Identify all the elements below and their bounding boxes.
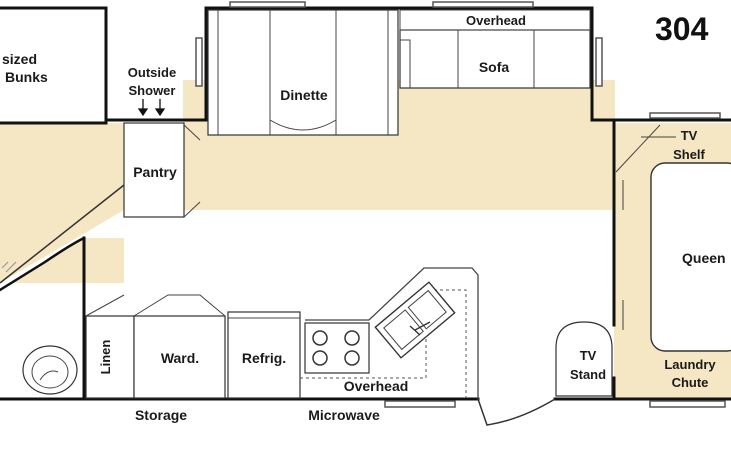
label-overhead-bottom: Overhead xyxy=(344,378,409,394)
label-outside-shower-line2: Shower xyxy=(129,83,176,98)
bath-fixture xyxy=(22,345,78,395)
sink xyxy=(374,281,456,359)
burner-3 xyxy=(312,350,328,366)
pantry-group xyxy=(123,122,201,218)
label-linen: Linen xyxy=(98,340,113,375)
label-tv-shelf-line2: Shelf xyxy=(673,147,705,162)
label-overhead-top: Overhead xyxy=(466,13,526,28)
sofa-arm-left xyxy=(400,39,411,88)
sofa xyxy=(399,29,591,89)
label-refrig: Refrig. xyxy=(242,350,286,366)
linen-cabinet xyxy=(85,315,135,399)
wall-bath-curve xyxy=(0,236,86,292)
linen-door-swing xyxy=(85,294,226,317)
shower-arrowhead-1 xyxy=(137,108,149,117)
label-sofa: Sofa xyxy=(479,59,510,75)
range-top xyxy=(304,322,370,374)
toilet-bowl xyxy=(31,355,69,389)
tv-shelf-diagonal xyxy=(615,124,661,173)
sink-basin-2 xyxy=(407,289,447,330)
refrigerator xyxy=(227,311,301,399)
burner-4 xyxy=(344,350,360,366)
galley-cabinets xyxy=(85,294,301,399)
bedroom-group xyxy=(615,124,731,352)
pantry xyxy=(123,122,185,218)
label-bunks-line2: Bunks xyxy=(5,69,48,85)
range xyxy=(304,322,370,374)
label-storage: Storage xyxy=(135,407,187,423)
pantry-door-line xyxy=(183,124,201,218)
floor-bunk-area xyxy=(0,123,124,283)
tv-stand xyxy=(555,321,613,397)
bunk-diagonal-wall xyxy=(0,184,125,284)
overhead-top-cabinet xyxy=(399,9,591,31)
window-bedroom-top xyxy=(649,112,721,119)
label-queen: Queen xyxy=(682,250,726,266)
wall-bunk-room xyxy=(0,6,108,125)
windows xyxy=(195,1,726,408)
label-laundry-line2: Chute xyxy=(672,375,709,390)
window-bottom-right xyxy=(649,400,726,408)
toilet xyxy=(22,345,78,395)
window-top-sofa xyxy=(432,1,534,8)
label-tv-stand-line1: TV xyxy=(580,348,597,363)
label-tv-stand-line2: Stand xyxy=(570,367,606,382)
label-dinette: Dinette xyxy=(280,87,328,103)
entry-door-swing xyxy=(477,398,556,426)
toilet-swirl xyxy=(39,370,59,381)
label-tv-shelf-line1: TV xyxy=(681,128,698,143)
shower-arrowhead-2 xyxy=(154,108,166,117)
sink-basin-1 xyxy=(383,309,424,351)
label-laundry-line1: Laundry xyxy=(664,357,716,372)
label-bunks-line1: sized xyxy=(2,51,37,67)
dinette-group xyxy=(207,9,399,136)
label-outside-shower-line1: Outside xyxy=(128,65,176,80)
burner-2 xyxy=(344,330,360,346)
queen-bed xyxy=(650,162,731,352)
window-bottom-left xyxy=(384,400,456,408)
window-slide-side xyxy=(195,37,203,87)
bunk-ladder-mark xyxy=(1,261,17,273)
outside-shower-arrows xyxy=(137,99,166,117)
wardrobe xyxy=(133,315,226,399)
tv-stand-group xyxy=(555,321,613,397)
kitchen-counter xyxy=(300,267,479,399)
dinette-frame xyxy=(207,9,399,136)
dinette-table-curve xyxy=(269,119,337,131)
labels: 304 sized Bunks Outside Shower Dinette O… xyxy=(2,11,726,423)
counter-outline xyxy=(305,267,479,399)
counter-dashed-outline xyxy=(300,289,467,398)
label-pantry: Pantry xyxy=(133,164,177,180)
burner-1 xyxy=(312,330,328,346)
label-microwave: Microwave xyxy=(308,407,380,423)
window-slide-right xyxy=(595,37,603,87)
entry-door xyxy=(477,398,556,426)
walls xyxy=(0,6,731,401)
sofa-group xyxy=(399,9,591,89)
faucet xyxy=(409,321,431,336)
model-number: 304 xyxy=(655,11,709,47)
window-top-dinette xyxy=(229,1,306,8)
label-ward: Ward. xyxy=(161,350,199,366)
